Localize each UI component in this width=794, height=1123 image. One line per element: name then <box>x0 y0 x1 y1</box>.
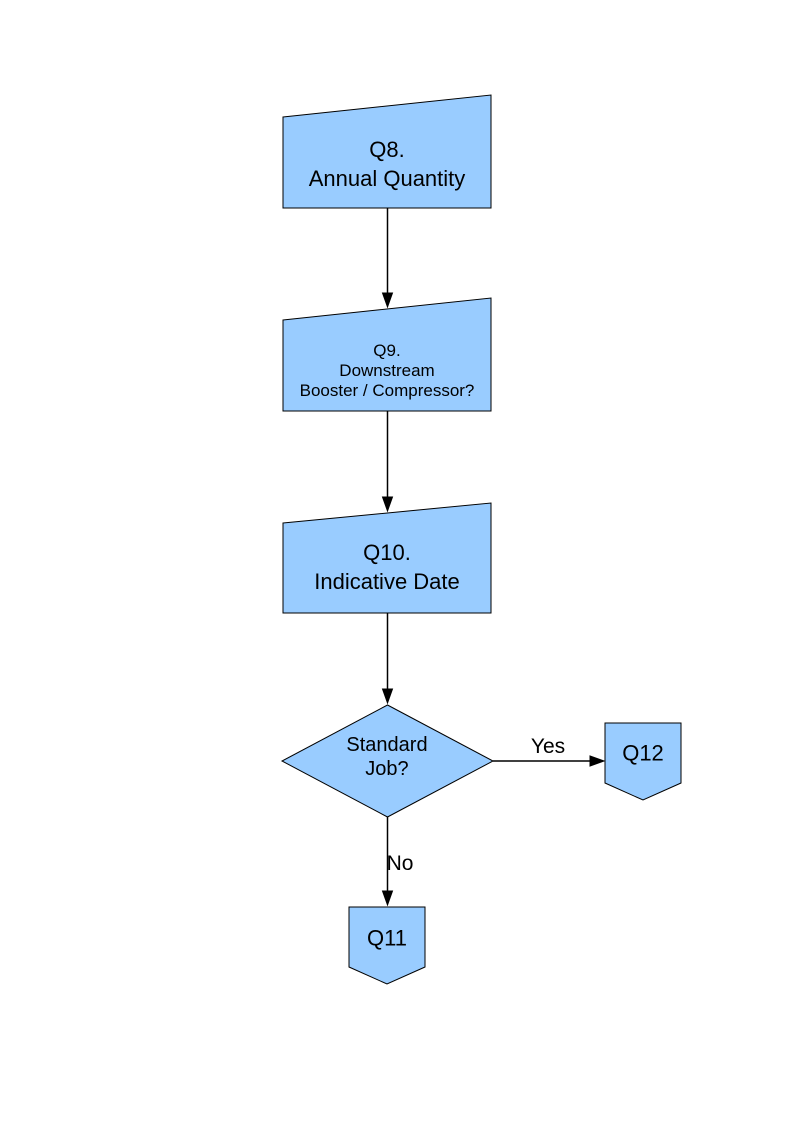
q10-node-label: Q10. Indicative Date <box>314 538 460 596</box>
q8-label-line-1: Q8. <box>369 137 405 162</box>
arrowhead-q10-to-decision <box>381 688 394 705</box>
q8-node-label: Q8. Annual Quantity <box>309 135 466 193</box>
q12-connector-shape <box>604 722 682 801</box>
q12-connector-label: Q12 <box>622 740 664 766</box>
standard-job-decision-label: Standard Job? <box>346 733 427 781</box>
q8-node-shape <box>282 94 492 209</box>
q9-node-label: Q9. Downstream Booster / Compressor? <box>300 341 475 401</box>
q11-connector-shape <box>348 906 426 985</box>
arrowhead-q9-to-q10 <box>381 496 394 513</box>
q11-connector-label: Q11 <box>367 925 407 951</box>
decision-label-line-1: Standard <box>346 734 428 756</box>
arrowhead-decision-to-q11 <box>381 890 394 907</box>
yes-branch-label: Yes <box>530 735 566 758</box>
q10-label-line-2: Indicative Date <box>314 569 460 594</box>
q10-node-shape <box>282 502 492 614</box>
arrowhead-decision-to-q12 <box>589 755 606 767</box>
q8-label-line-2: Annual Quantity <box>308 166 466 191</box>
q9-label-line-1: Q9. <box>373 341 401 360</box>
q9-node-shape <box>282 297 492 412</box>
decision-label-line-2: Job? <box>365 758 409 780</box>
q9-label-line-2: Downstream <box>339 361 435 380</box>
no-branch-label: No <box>386 852 414 875</box>
arrowhead-q8-to-q9 <box>381 292 394 309</box>
q10-label-line-1: Q10. <box>363 540 411 565</box>
q9-label-line-3: Booster / Compressor? <box>299 381 475 400</box>
